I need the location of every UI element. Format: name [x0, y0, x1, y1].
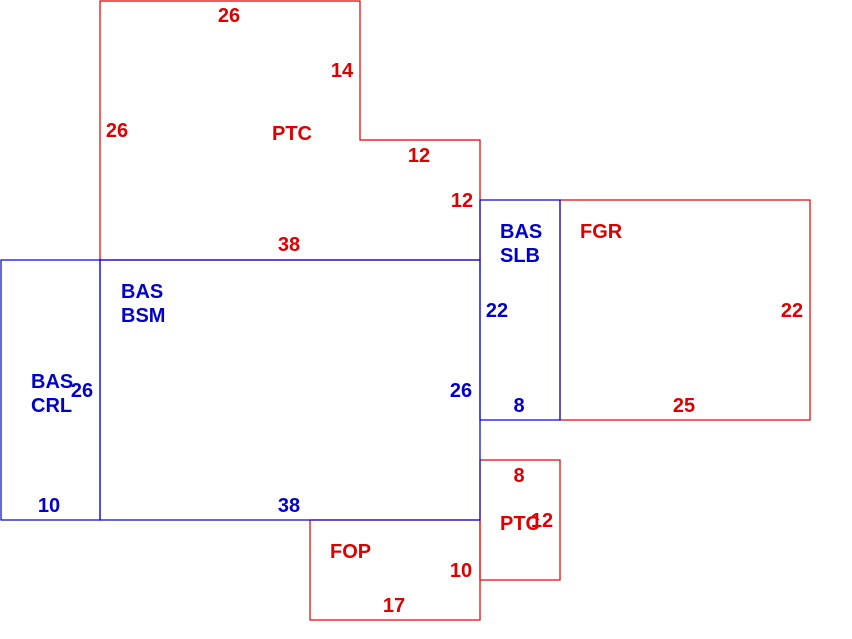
dim-bsm-width: 38 [278, 495, 300, 517]
dim-fop-width: 17 [383, 595, 405, 617]
dim-ptc-top-step: 14 [331, 60, 354, 82]
dim-ptc-small-width: 8 [513, 465, 524, 487]
crl-label-sub: CRL [31, 395, 72, 417]
bsm-label-sub: BSM [121, 305, 165, 327]
blue-outlines [0, 199, 561, 521]
area-labels: PTC BAS BSM BAS CRL BAS SLB FGR FOP PTC [31, 123, 623, 563]
dim-ptc-top-left: 26 [106, 120, 128, 142]
ptc-top-label: PTC [272, 123, 312, 145]
dim-bsm-height: 26 [450, 380, 472, 402]
dim-fop-height: 10 [450, 560, 472, 582]
dim-ptc-top-right: 12 [451, 190, 473, 212]
crl-label-code: BAS [31, 371, 73, 393]
bsm-label-code: BAS [121, 281, 163, 303]
dim-ptc-top-width: 26 [218, 5, 240, 27]
dim-ptc-top-bottom: 38 [278, 234, 300, 256]
dim-ptc-top-step-width: 12 [408, 145, 430, 167]
dim-fgr-height: 22 [781, 300, 803, 322]
dim-slb-width: 8 [513, 395, 524, 417]
slb-label-sub: SLB [500, 245, 540, 267]
dim-fgr-width: 25 [673, 395, 695, 417]
dim-crl-height: 26 [71, 380, 93, 402]
dimension-labels: 26 14 26 12 12 38 22 8 22 25 26 10 26 38… [38, 5, 803, 617]
slb-outline [479, 199, 561, 421]
dim-slb-height: 22 [486, 300, 508, 322]
dim-ptc-small-height: 12 [531, 510, 553, 532]
fgr-label: FGR [580, 221, 623, 243]
fop-label: FOP [330, 541, 371, 563]
slb-label-code: BAS [500, 221, 542, 243]
dim-crl-width: 10 [38, 495, 60, 517]
red-outlines [99, 0, 811, 621]
ptc-small-label: PTC [500, 513, 540, 535]
